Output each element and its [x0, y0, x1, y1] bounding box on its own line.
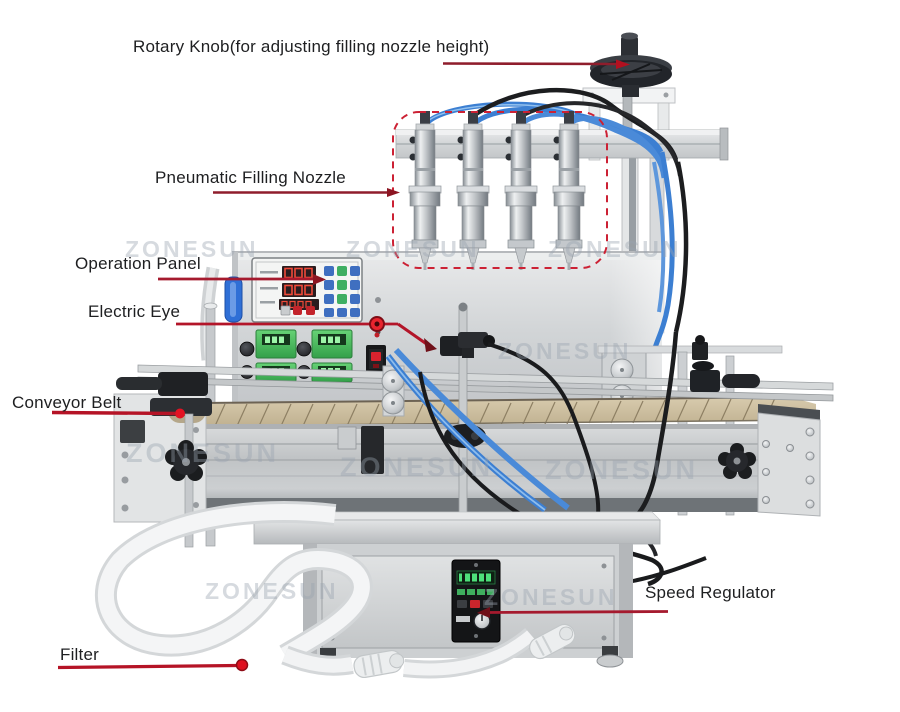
- label-conveyor-belt: Conveyor Belt: [12, 393, 122, 412]
- machine-foot: [596, 646, 624, 668]
- leader-lines: [51, 59, 669, 672]
- label-speed-regulator: Speed Regulator: [645, 583, 776, 602]
- speed-regulator: [451, 559, 501, 643]
- filling-nozzle: [408, 111, 442, 270]
- roller-unit: [381, 365, 405, 417]
- star-knob: [718, 443, 756, 479]
- filling-nozzle: [456, 111, 490, 270]
- operation-panel-buttons: [280, 266, 360, 317]
- filter-connector: [353, 649, 405, 679]
- guide-rails: [116, 361, 834, 548]
- power-switch: [366, 332, 386, 373]
- callout-dashed-box: [392, 111, 608, 269]
- label-pneumatic-filling-nozzle: Pneumatic Filling Nozzle: [155, 168, 346, 187]
- filter-tube-coil: [94, 501, 576, 679]
- pneumatic-tubes: [426, 87, 689, 349]
- filling-nozzle: [504, 111, 538, 270]
- label-filter: Filter: [60, 645, 99, 664]
- filling-nozzle: [552, 111, 586, 270]
- operation-panel: [251, 257, 363, 323]
- label-electric-eye: Electric Eye: [88, 302, 181, 321]
- label-operation-panel: Operation Panel: [75, 254, 201, 273]
- conveyor-right-end: [757, 404, 821, 517]
- star-knob: [165, 440, 207, 481]
- filter-connector: [529, 623, 576, 660]
- label-rotary-knob: Rotary Knob(for adjusting filling nozzle…: [133, 37, 490, 56]
- filling-nozzle-bank: [408, 111, 586, 270]
